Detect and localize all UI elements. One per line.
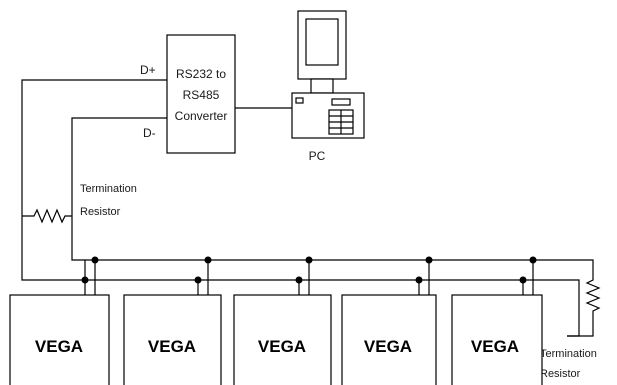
left-termination-label-line1: Termination — [80, 183, 137, 195]
device-vega-4: VEGA — [341, 256, 437, 385]
converter-label-line2: RS485 — [183, 88, 220, 102]
device-label: VEGA — [471, 337, 519, 356]
device-vega-1: VEGA — [9, 256, 110, 385]
device-label: VEGA — [35, 337, 83, 356]
d-minus-label: D- — [143, 126, 156, 140]
right-termination-label-line2: Resistor — [540, 368, 581, 380]
right-termination-resistor — [567, 268, 601, 337]
device-label: VEGA — [258, 337, 306, 356]
left-termination-label-line2: Resistor — [80, 206, 121, 218]
converter-box — [166, 34, 236, 154]
converter-label-line1: RS232 to — [176, 67, 226, 81]
pc-icon — [291, 10, 365, 139]
pc-label: PC — [309, 149, 326, 163]
device-vega-5: VEGA — [451, 256, 543, 385]
d-minus-bus-wire — [71, 117, 594, 268]
converter-label-line3: Converter — [175, 109, 228, 123]
right-termination-label-line1: Termination — [540, 348, 597, 360]
device-label: VEGA — [148, 337, 196, 356]
left-termination-resistor — [22, 208, 72, 224]
device-label: VEGA — [364, 337, 412, 356]
d-plus-label: D+ — [140, 63, 156, 77]
device-vega-3: VEGA — [233, 256, 332, 385]
device-vega-2: VEGA — [123, 256, 222, 385]
